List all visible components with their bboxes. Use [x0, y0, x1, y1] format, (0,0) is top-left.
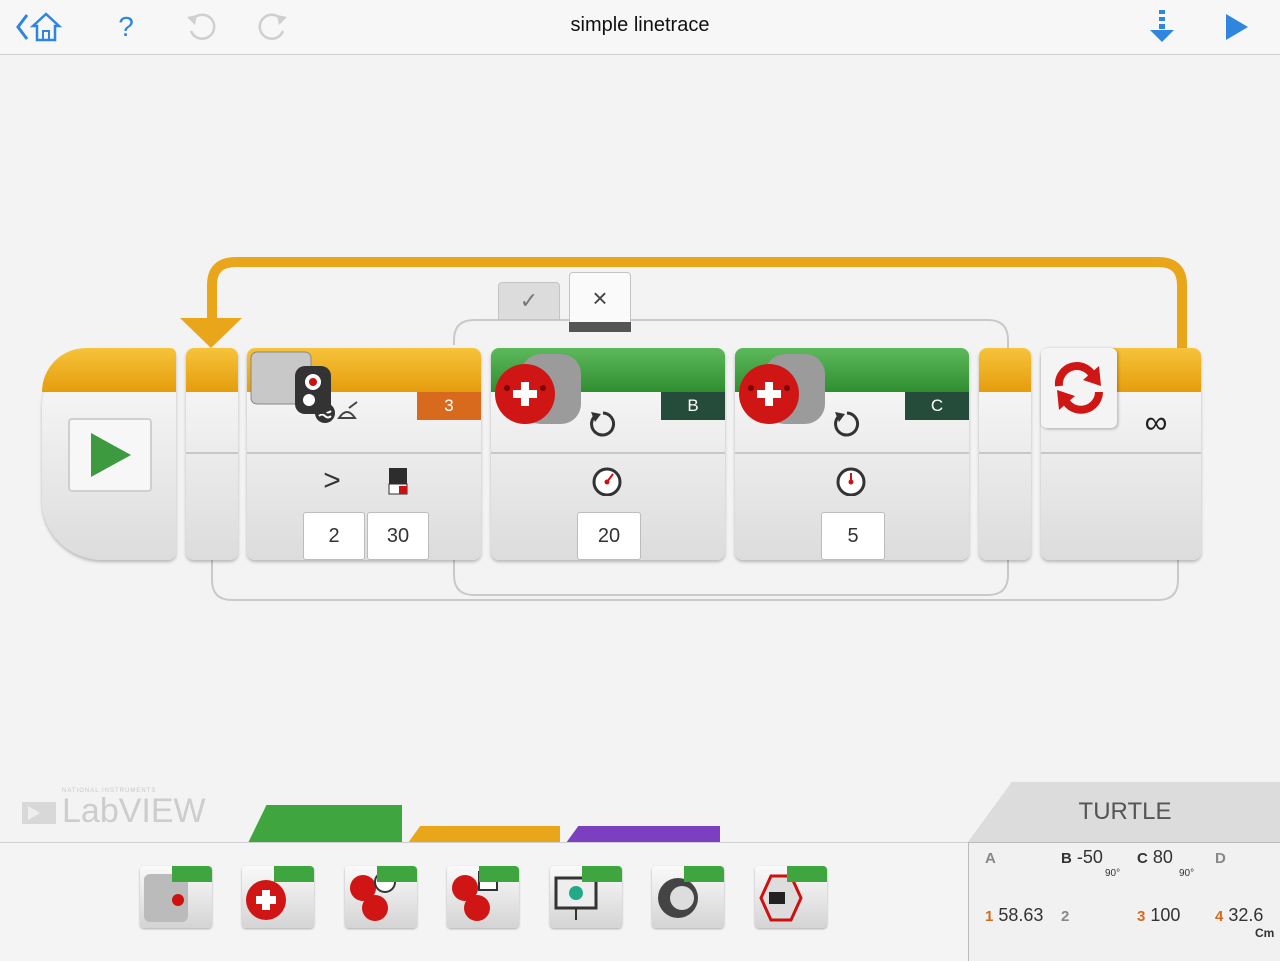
port-d-label: D [1215, 850, 1226, 867]
ni-logo-icon [22, 802, 56, 824]
port-b-unit: 90° [1105, 868, 1121, 879]
color-sensor-icon [247, 348, 339, 436]
loop-start-block[interactable] [186, 348, 238, 560]
switch-tab-false[interactable]: × [569, 272, 631, 324]
port-3-value: 100 [1150, 905, 1181, 925]
switch-block[interactable]: 3 > 2 30 [247, 348, 481, 560]
rotate-mode-icon[interactable] [831, 408, 863, 445]
motor-c-port-label[interactable]: C [905, 392, 969, 420]
redo-icon [258, 13, 287, 40]
palette-tab-data[interactable] [566, 826, 720, 843]
play-icon [91, 433, 131, 477]
medium-motor-icon [491, 348, 591, 445]
motor-c-block[interactable]: C 5 [735, 348, 969, 560]
back-home-button[interactable] [10, 8, 80, 46]
palette-large-motor[interactable] [242, 866, 314, 928]
brick-tab[interactable] [968, 782, 1280, 842]
port-b-view: B -50 90° [1061, 847, 1121, 879]
motor-b-port-label[interactable]: B [661, 392, 725, 420]
home-icon [16, 12, 63, 42]
download-button[interactable] [1144, 8, 1180, 46]
rotate-mode-icon[interactable] [587, 408, 619, 445]
undo-button[interactable] [182, 8, 220, 46]
palette-sound[interactable] [652, 866, 724, 928]
play-icon [1226, 14, 1248, 40]
palette-tab-action[interactable] [248, 805, 402, 843]
port-2-label: 2 [1061, 908, 1070, 925]
power-gauge-icon [589, 464, 625, 501]
port-4-unit: Cm [1255, 926, 1275, 940]
port-4-view: 4 32.6 Cm [1215, 905, 1275, 940]
loop-mode-unlimited[interactable]: ∞ [1144, 404, 1168, 440]
port-c-unit: 90° [1179, 868, 1195, 879]
port-1-value: 58.63 [998, 905, 1044, 925]
help-button[interactable]: ? [118, 11, 134, 42]
switch-tab-true[interactable]: ✓ [498, 282, 560, 320]
port-a-label: A [985, 850, 996, 867]
palette-move-steering[interactable] [345, 866, 417, 928]
loop-icon [1041, 348, 1117, 428]
palette-tab-flow[interactable] [408, 826, 560, 843]
start-block[interactable] [42, 348, 176, 560]
top-toolbar: ? simple linetrace [0, 0, 1280, 55]
palette-move-tank[interactable] [447, 866, 519, 928]
program-title: simple linetrace [570, 14, 710, 36]
compare-operator[interactable]: > [323, 464, 341, 497]
port-c-view: C 80 90° [1137, 847, 1195, 879]
run-button[interactable] [1218, 8, 1254, 46]
port-4-value: 32.6 [1228, 905, 1264, 925]
download-icon [1150, 10, 1174, 42]
redo-button[interactable] [254, 8, 292, 46]
compare-type-input[interactable]: 2 [303, 512, 365, 560]
switch-port-label[interactable]: 3 [417, 392, 481, 420]
port-1-view: 1 58.63 [985, 905, 1044, 925]
labview-logo-small: NATIONAL INSTRUMENTS [62, 788, 157, 794]
port-c-value: 80 [1152, 847, 1173, 867]
labview-logo: NATIONAL INSTRUMENTS LabVIEW [20, 788, 206, 828]
motor-b-power-input[interactable]: 20 [577, 512, 641, 560]
switch-tab-indicator [569, 322, 631, 332]
motor-c-power-input[interactable]: 5 [821, 512, 885, 560]
palette-medium-motor[interactable] [140, 866, 212, 928]
start-play-area [68, 418, 152, 492]
brick-name: TURTLE [1078, 798, 1172, 825]
loop-end-block[interactable]: ∞ [1041, 348, 1201, 560]
port-view: A B -50 90° C 80 90° D 1 58.63 2 3 100 4… [968, 842, 1280, 961]
power-gauge-icon [833, 464, 869, 501]
port-b-value: -50 [1076, 847, 1103, 867]
palette-display[interactable] [550, 866, 622, 928]
motor-b-block[interactable]: B 20 [491, 348, 725, 560]
port-3-view: 3 100 [1137, 905, 1181, 925]
medium-motor-icon [735, 348, 835, 445]
undo-icon [187, 13, 216, 40]
labview-logo-text: LabVIEW [62, 792, 206, 830]
palette-brick-status-light[interactable] [755, 866, 827, 928]
reflected-light-icon [387, 466, 409, 501]
switch-end-block [979, 348, 1031, 560]
threshold-input[interactable]: 30 [367, 512, 429, 560]
